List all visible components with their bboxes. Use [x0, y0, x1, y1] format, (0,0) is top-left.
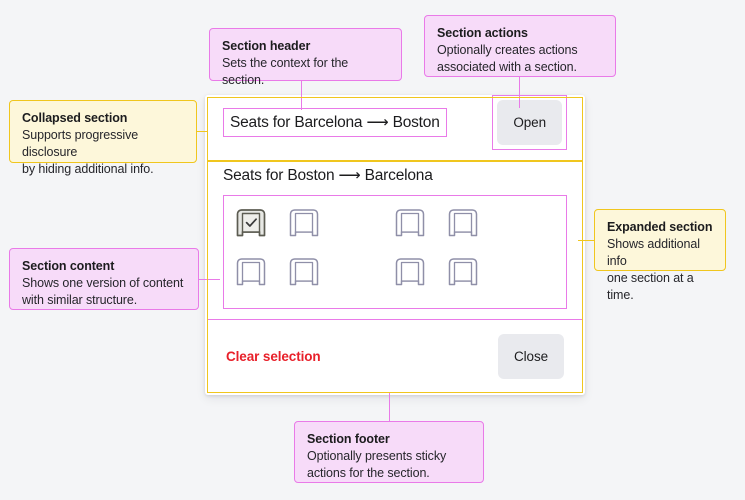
collapsed-section[interactable]: Seats for Barcelona ⟶ Boston Open [205, 95, 585, 150]
callout-body-line1: Optionally creates actions [437, 43, 578, 57]
connector-expanded-section [578, 240, 594, 241]
callout-body-line2: by hiding additional info. [22, 162, 154, 176]
callout-body-line1: Shows one version of content [22, 276, 184, 290]
seat-icon [289, 209, 319, 237]
seat-1a[interactable] [231, 203, 271, 243]
seat-icon [448, 209, 478, 237]
section-footer: Clear selection Close [207, 319, 583, 393]
connector-section-actions [519, 76, 520, 108]
callout-body-line1: Supports progressive disclosure [22, 128, 139, 159]
callout-body-line1: Shows additional info [607, 237, 700, 268]
seat-2d[interactable] [443, 252, 483, 292]
callout-body-line2: actions for the section. [307, 466, 430, 480]
callout-section-footer: Section footer Optionally presents stick… [294, 421, 484, 483]
sections-component-card: Seats for Barcelona ⟶ Boston Open Seats … [205, 95, 585, 395]
callout-title: Section actions [437, 26, 528, 40]
seat-row [231, 203, 559, 243]
seat-map [223, 195, 567, 309]
callout-body-line2: associated with a section. [437, 60, 577, 74]
seat-selected-icon [236, 209, 266, 237]
seat-2b[interactable] [284, 252, 324, 292]
connector-collapsed-section [196, 131, 208, 132]
callout-title: Expanded section [607, 220, 713, 234]
open-button[interactable]: Open [497, 100, 562, 145]
seat-1b[interactable] [284, 203, 324, 243]
callout-collapsed-section: Collapsed section Supports progressive d… [9, 100, 197, 176]
seat-row [231, 252, 559, 292]
expanded-section-content [205, 191, 585, 319]
callout-expanded-section: Expanded section Shows additional info o… [594, 209, 726, 302]
callout-body-line2: one section at a time. [607, 271, 694, 302]
connector-section-footer [389, 392, 390, 421]
seat-2c[interactable] [390, 252, 430, 292]
expanded-section-title: Seats for Boston ⟶ Barcelona [223, 167, 433, 184]
seat-icon [236, 258, 266, 286]
callout-title: Section footer [307, 432, 390, 446]
seat-1c[interactable] [390, 203, 430, 243]
clear-selection-button[interactable]: Clear selection [226, 348, 321, 364]
callout-body: Sets the context for the section. [222, 56, 349, 87]
callout-title: Section header [222, 39, 311, 53]
callout-title: Collapsed section [22, 111, 128, 125]
callout-body-line2: with similar structure. [22, 293, 138, 307]
seat-icon [395, 258, 425, 286]
collapsed-section-header: Seats for Barcelona ⟶ Boston [223, 108, 447, 137]
collapsed-section-actions: Open [492, 95, 567, 150]
callout-body-line1: Optionally presents sticky [307, 449, 447, 463]
seat-icon [395, 209, 425, 237]
seat-icon [289, 258, 319, 286]
footer-bar: Clear selection Close [210, 322, 580, 390]
callout-section-content: Section content Shows one version of con… [9, 248, 199, 310]
callout-title: Section content [22, 259, 115, 273]
seat-icon [448, 258, 478, 286]
callout-section-header: Section header Sets the context for the … [209, 28, 402, 87]
seat-2a[interactable] [231, 252, 271, 292]
seat-1d[interactable] [443, 203, 483, 243]
expanded-section-header: Seats for Boston ⟶ Barcelona [205, 150, 585, 191]
connector-section-header [301, 81, 302, 110]
callout-section-actions: Section actions Optionally creates actio… [424, 15, 616, 77]
expanded-section: Seats for Boston ⟶ Barcelona [205, 150, 585, 396]
close-button[interactable]: Close [497, 333, 564, 379]
connector-section-content [199, 279, 220, 280]
collapsed-section-title: Seats for Barcelona ⟶ Boston [230, 114, 440, 131]
